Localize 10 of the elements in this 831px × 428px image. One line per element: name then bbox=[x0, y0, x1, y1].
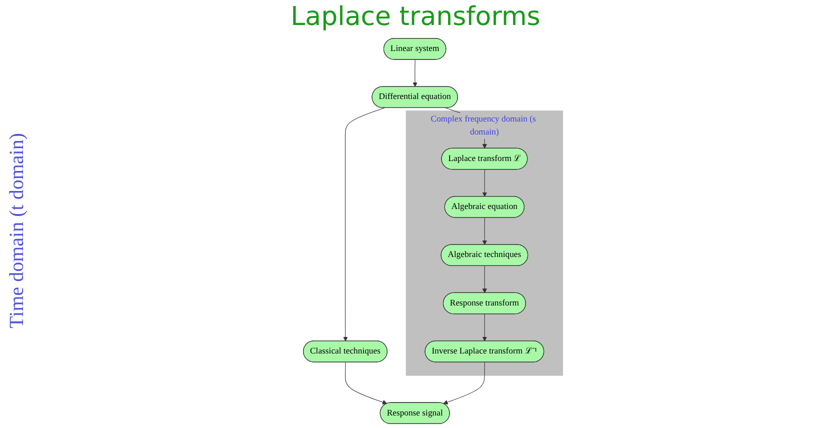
arrow bbox=[343, 108, 385, 342]
arrow bbox=[443, 362, 485, 404]
arrow bbox=[412, 59, 418, 87]
axis-label: Time domain (t domain) bbox=[6, 133, 29, 329]
diagram-title: Laplace transforms bbox=[290, 2, 540, 32]
arrow bbox=[344, 362, 388, 404]
arrow bbox=[482, 314, 487, 342]
arrow bbox=[482, 169, 487, 197]
arrow bbox=[482, 217, 487, 246]
arrow bbox=[482, 266, 487, 294]
